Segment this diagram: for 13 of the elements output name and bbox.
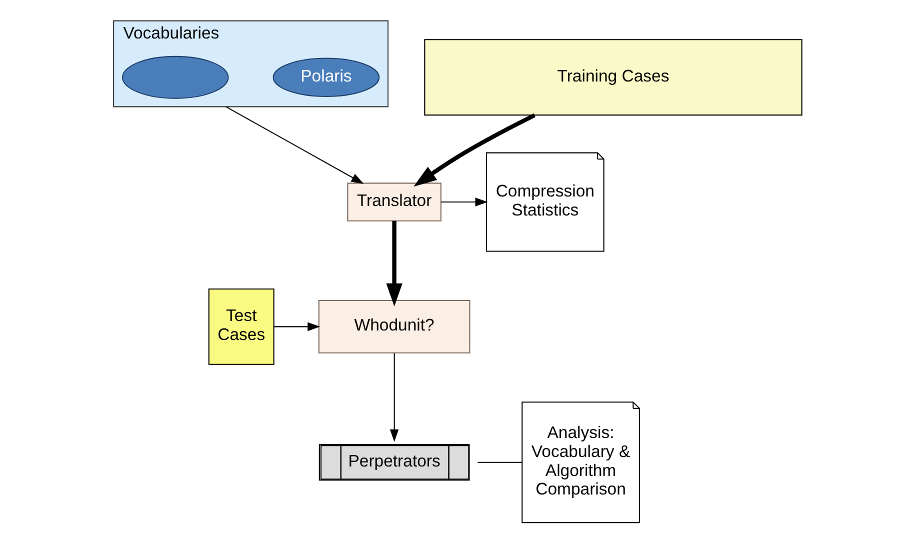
arrow <box>389 353 398 442</box>
arrow <box>386 220 402 306</box>
node-box: Whodunit? <box>318 300 470 354</box>
arrow <box>440 198 488 206</box>
arrow <box>225 106 364 184</box>
arrow <box>413 113 536 187</box>
arrow <box>273 322 320 332</box>
node-ellipse <box>121 56 228 99</box>
connector <box>477 462 522 463</box>
node-ellipse: Polaris <box>272 58 380 98</box>
node-box: Translator <box>346 182 441 222</box>
node-box: Test Cases <box>208 288 274 365</box>
node-box: Training Cases <box>424 39 802 116</box>
